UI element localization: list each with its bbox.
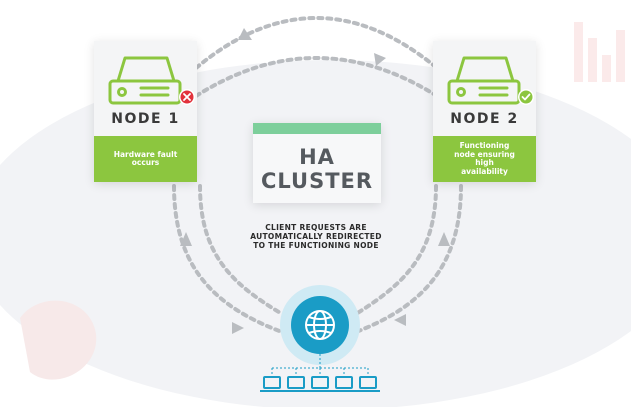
node-1-title: NODE 1	[111, 111, 180, 127]
node-1-description: Hardware fault occurs	[113, 149, 178, 167]
ha-cluster-bar	[253, 123, 381, 134]
error-x-icon	[179, 89, 195, 105]
top-arc-inner	[194, 56, 439, 98]
arrow-head-top-left	[238, 28, 252, 40]
laptop-icon	[284, 376, 308, 392]
node-2-status: Functioning node ensuring high availabil…	[433, 136, 536, 182]
laptop-icon	[260, 376, 284, 392]
node-2-description: Functioning node ensuring high availabil…	[454, 141, 515, 176]
laptop-icon	[356, 376, 380, 392]
node-2-title: NODE 2	[450, 111, 519, 127]
server-icon	[108, 56, 195, 105]
laptop-icon	[332, 376, 356, 392]
left-arc-outer	[172, 184, 284, 334]
laptop-icon	[308, 376, 332, 392]
ha-cluster-title: HA CLUSTER	[260, 145, 374, 193]
arrow-head-right-down	[394, 314, 406, 326]
ha-cluster-card: HA CLUSTER	[253, 123, 381, 203]
background-bars	[574, 22, 625, 82]
right-arc-inner	[354, 184, 438, 316]
network-hub	[280, 285, 360, 365]
check-icon	[518, 89, 534, 105]
arrow-head-right-up	[438, 232, 450, 246]
arrow-head-left-up	[180, 232, 192, 246]
arrow-head-left-down	[232, 322, 244, 334]
arrow-head-top-right	[374, 53, 386, 66]
redirect-note: CLIENT REQUESTS ARE AUTOMATICALLY REDIRE…	[250, 223, 382, 250]
node-1-card: NODE 1 Hardware fault occurs	[94, 41, 197, 182]
server-icon	[447, 56, 534, 105]
left-arc-inner	[198, 184, 284, 316]
client-network	[260, 354, 380, 392]
background-accent-red	[20, 300, 97, 380]
right-arc-outer	[354, 184, 463, 334]
top-arc-outer	[194, 16, 439, 70]
node-1-status: Hardware fault occurs	[94, 136, 197, 182]
node-2-card: NODE 2 Functioning node ensuring high av…	[433, 41, 536, 182]
